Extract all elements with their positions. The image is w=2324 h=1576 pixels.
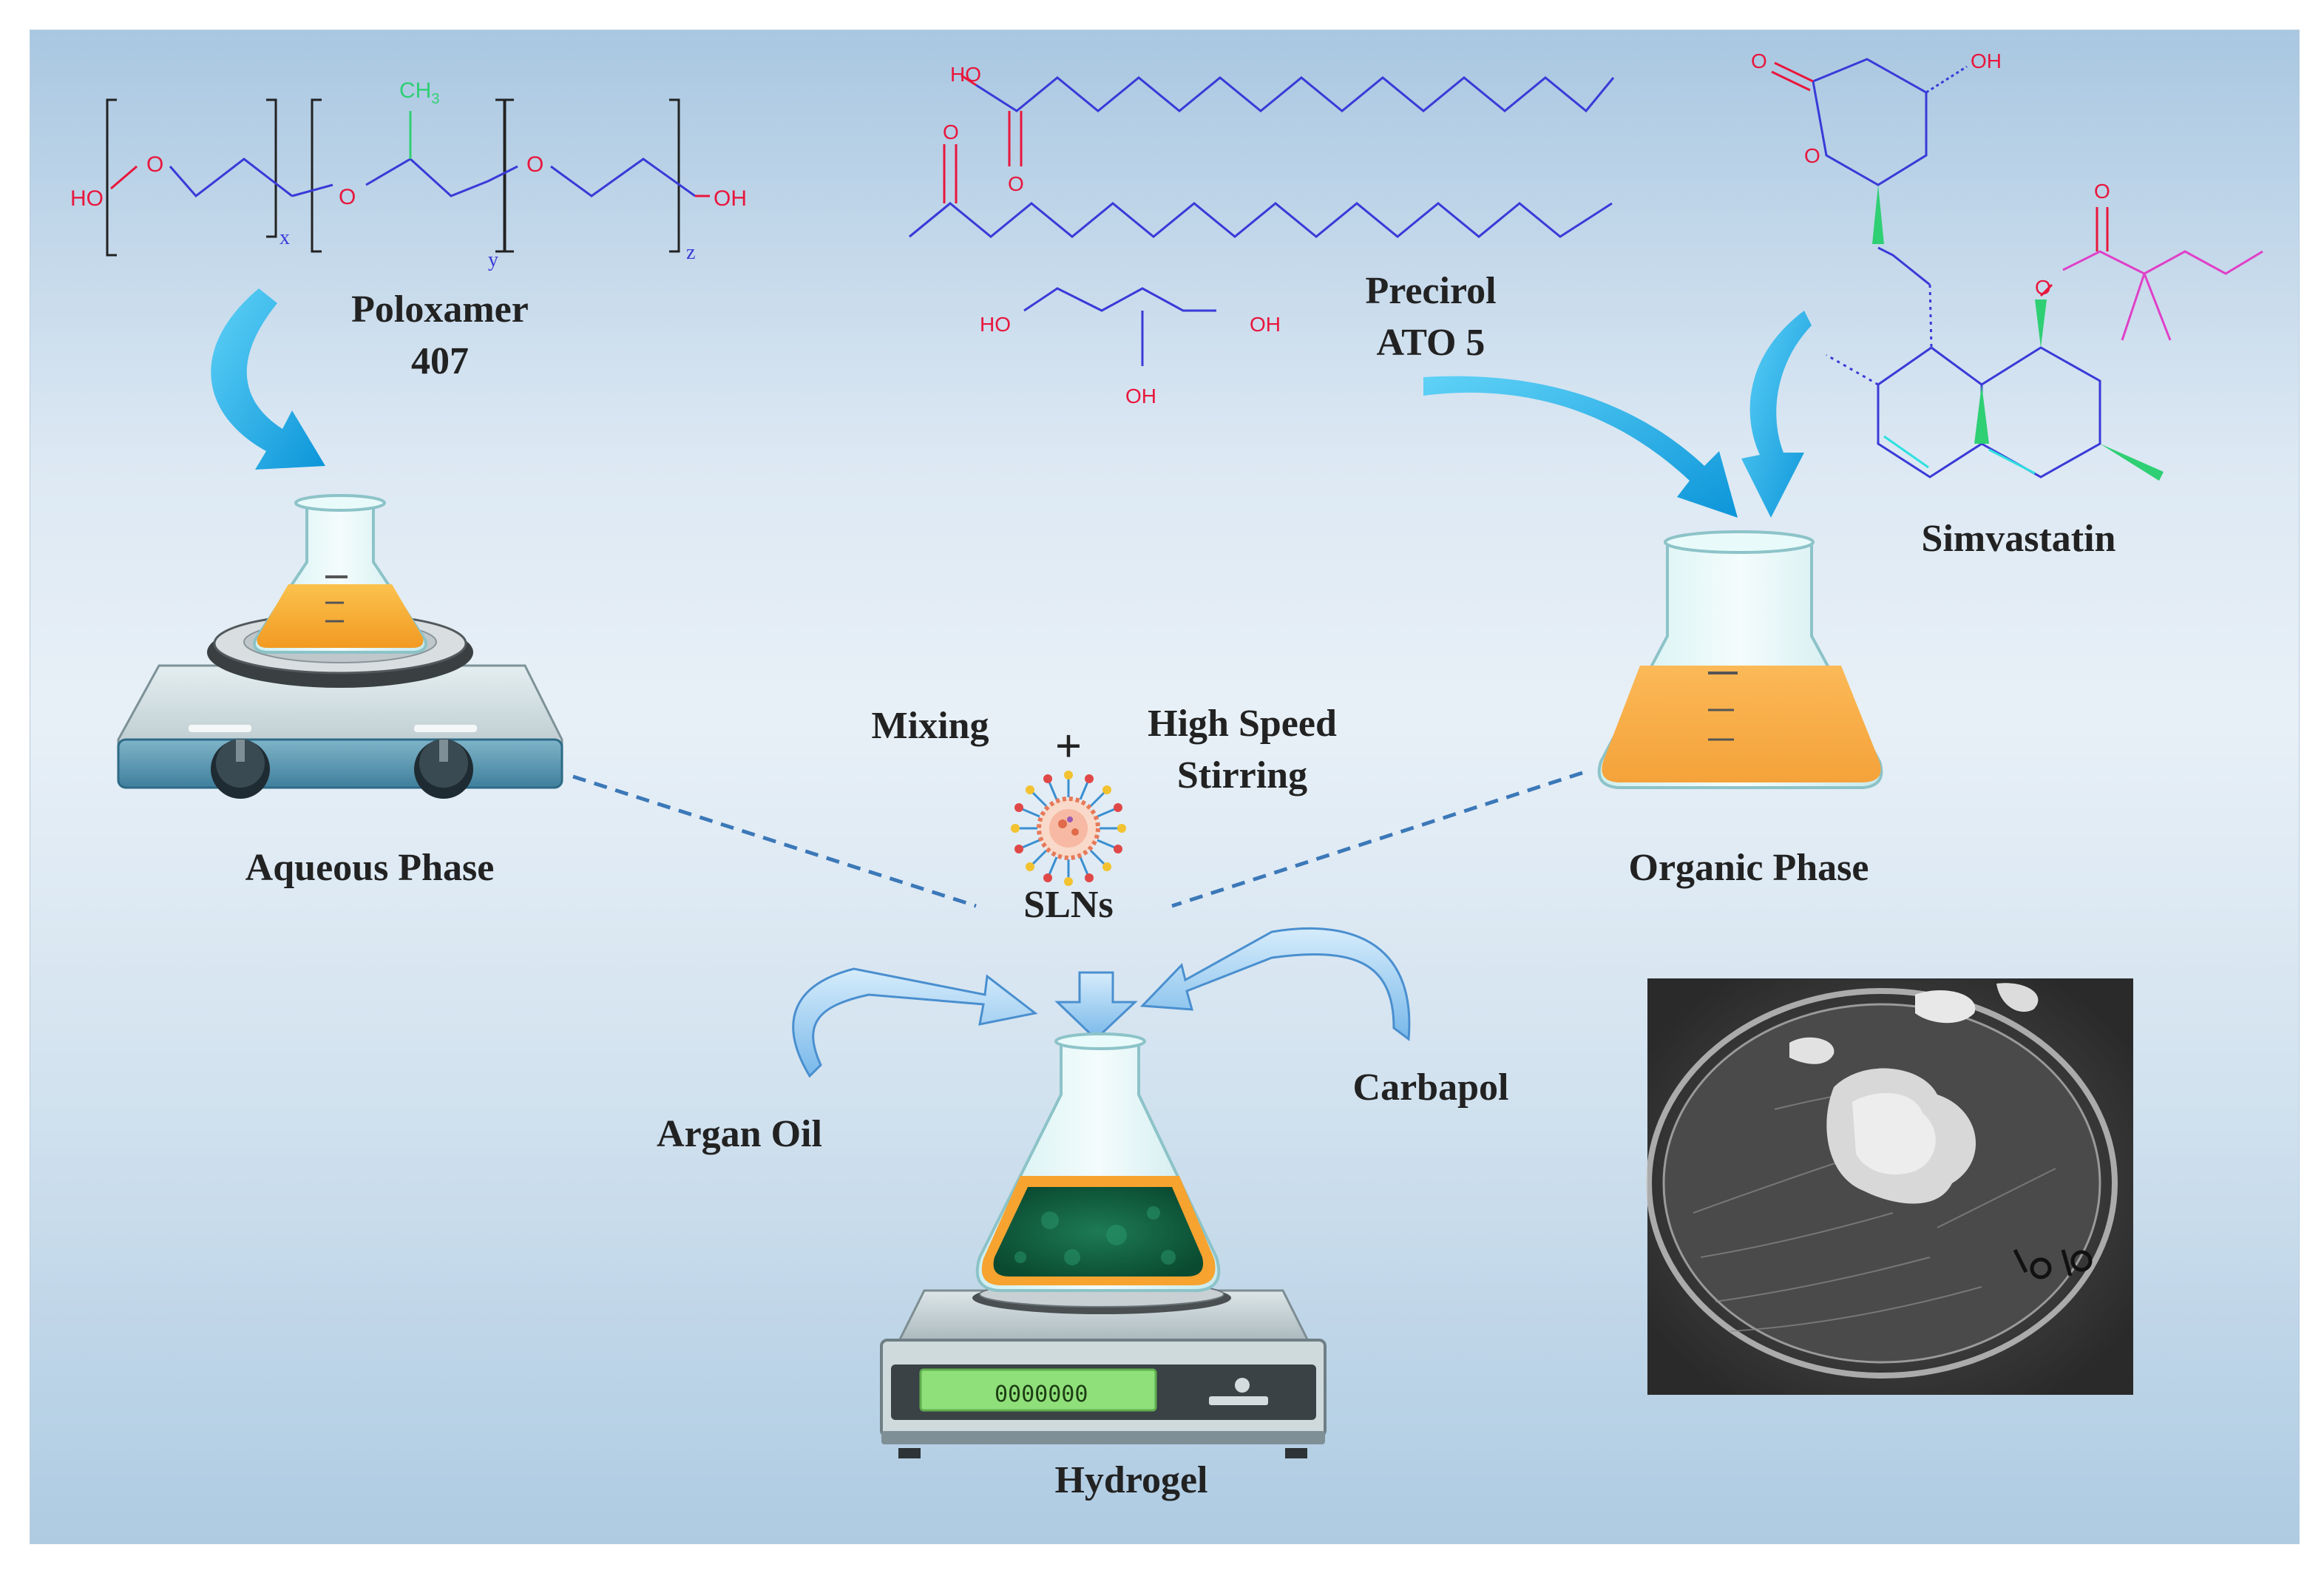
- digital-balance-icon: 0000000: [880, 1281, 1327, 1458]
- balance-display: [919, 1368, 1157, 1412]
- precirol-glycerol-oh-bottom: OH: [1125, 385, 1156, 407]
- simvastatin-ester-carbonyl-o: O: [2094, 180, 2110, 203]
- plus-sign: +: [1055, 720, 1082, 772]
- sln-nanoparticle-icon: [1011, 771, 1126, 886]
- dashed-line-aqueous-to-slns: [572, 774, 977, 908]
- aqueous-phase-label: Aqueous Phase: [245, 847, 495, 889]
- poloxamer-atoms: HO O O O CH3 OH x y z: [70, 78, 747, 271]
- arrow-slns-down: [1054, 971, 1138, 1041]
- simvastatin-ester-o: O: [2035, 276, 2051, 299]
- poloxamer-label-line2: 407: [411, 340, 469, 382]
- precirol-atoms: HO O O HO OH OH: [943, 63, 1281, 407]
- simvastatin-oh: OH: [1971, 50, 2002, 72]
- precirol-glycerol-oh-right: OH: [1250, 313, 1281, 336]
- poloxamer-ch3: CH3: [399, 78, 439, 107]
- hydrogel-flask-icon: [975, 1032, 1221, 1292]
- poloxamer-sub-x: x: [280, 226, 290, 249]
- poloxamer-sub-y: y: [488, 248, 498, 271]
- simvastatin-carbonyl-o: O: [1751, 50, 1767, 72]
- hydrogel-petri-dish-photo: [1646, 978, 2133, 1395]
- precirol-ketone-o: O: [943, 121, 959, 143]
- high-speed-label-line1: High Speed: [1148, 703, 1337, 745]
- poloxamer-sub-z: z: [686, 241, 695, 264]
- labels: Poloxamer 407 Precirol ATO 5 Simvastatin…: [245, 270, 2116, 1501]
- dashed-line-organic-to-slns: [1171, 771, 1583, 908]
- slns-label: SLNs: [1023, 884, 1113, 926]
- organic-flask-icon: [1597, 530, 1883, 789]
- precirol-acid-o: O: [1008, 172, 1024, 195]
- precirol-label-line1: Precirol: [1365, 270, 1496, 312]
- poloxamer-o1: O: [146, 152, 163, 177]
- high-speed-label-line2: Stirring: [1177, 754, 1307, 797]
- poloxamer-ho: HO: [70, 186, 104, 211]
- precirol-structure: [909, 74, 1615, 366]
- poloxamer-structure: [106, 98, 710, 257]
- aqueous-flask-icon: [253, 494, 427, 654]
- arrow-precirol-to-organic: [1423, 376, 1738, 518]
- simvastatin-ring-o: O: [1804, 144, 1820, 167]
- arrow-argan-oil: [792, 967, 1038, 1078]
- arrow-carbapol: [1139, 927, 1411, 1041]
- precirol-acid-ho: HO: [950, 63, 981, 86]
- simvastatin-atoms: O O OH O O: [1751, 50, 2110, 299]
- poloxamer-o2: O: [339, 185, 356, 209]
- arrow-simvastatin-to-organic: [1741, 311, 1812, 518]
- simvastatin-structure: [1771, 58, 2263, 481]
- organic-phase-label: Organic Phase: [1629, 847, 1869, 889]
- poloxamer-oh: OH: [714, 186, 747, 211]
- poloxamer-o3: O: [526, 152, 543, 177]
- hydrogel-label: Hydrogel: [1054, 1459, 1207, 1501]
- precirol-glycerol-ho: HO: [980, 313, 1011, 336]
- carbapol-label: Carbapol: [1353, 1066, 1509, 1109]
- precirol-label-line2: ATO 5: [1377, 322, 1485, 364]
- balance-display-digits: 0000000: [995, 1381, 1088, 1407]
- arrow-poloxamer-to-aqueous: [211, 288, 325, 470]
- simvastatin-label: Simvastatin: [1922, 518, 2116, 560]
- mixing-label: Mixing: [872, 705, 989, 747]
- poloxamer-label-line1: Poloxamer: [351, 288, 529, 331]
- argan-oil-label: Argan Oil: [657, 1113, 822, 1155]
